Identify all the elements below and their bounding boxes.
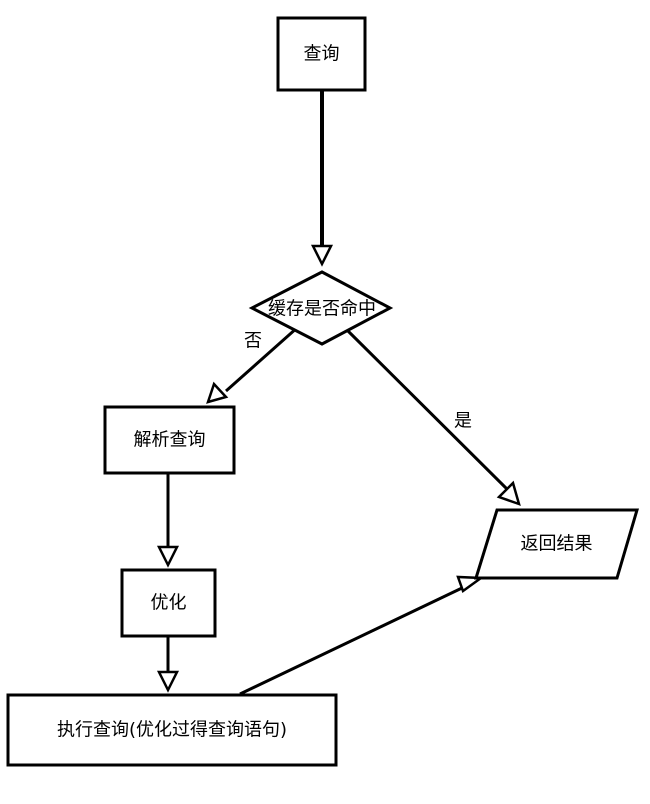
arrowhead-optimize (156, 545, 180, 568)
node-parse-label: 解析查询 (134, 430, 206, 451)
edge-cache-to-return (345, 328, 510, 492)
node-optimize-label: 优化 (151, 593, 187, 614)
arrowhead-parse (206, 381, 229, 404)
node-parse (103, 405, 236, 475)
edge-no-label: 否 (244, 331, 262, 352)
arrowhead-execute (156, 670, 180, 693)
arrowhead-cache (310, 244, 334, 267)
arrowhead-return-from-cache (496, 480, 521, 506)
edge-yes-label: 是 (454, 411, 472, 432)
node-query (276, 16, 367, 92)
edge-cache-to-parse (225, 325, 299, 393)
node-execute (6, 693, 338, 767)
node-cache-hit (248, 270, 394, 346)
node-return (473, 508, 640, 580)
node-return-label: 返回结果 (521, 534, 593, 555)
node-optimize (120, 568, 217, 638)
edge-execute-to-return (239, 586, 463, 696)
node-query-label: 查询 (304, 44, 340, 65)
node-cache-hit-label: 缓存是否命中 (268, 299, 376, 320)
node-execute-label: 执行查询(优化过得查询语句) (57, 720, 287, 741)
arrowhead-return-from-execute (456, 575, 485, 593)
